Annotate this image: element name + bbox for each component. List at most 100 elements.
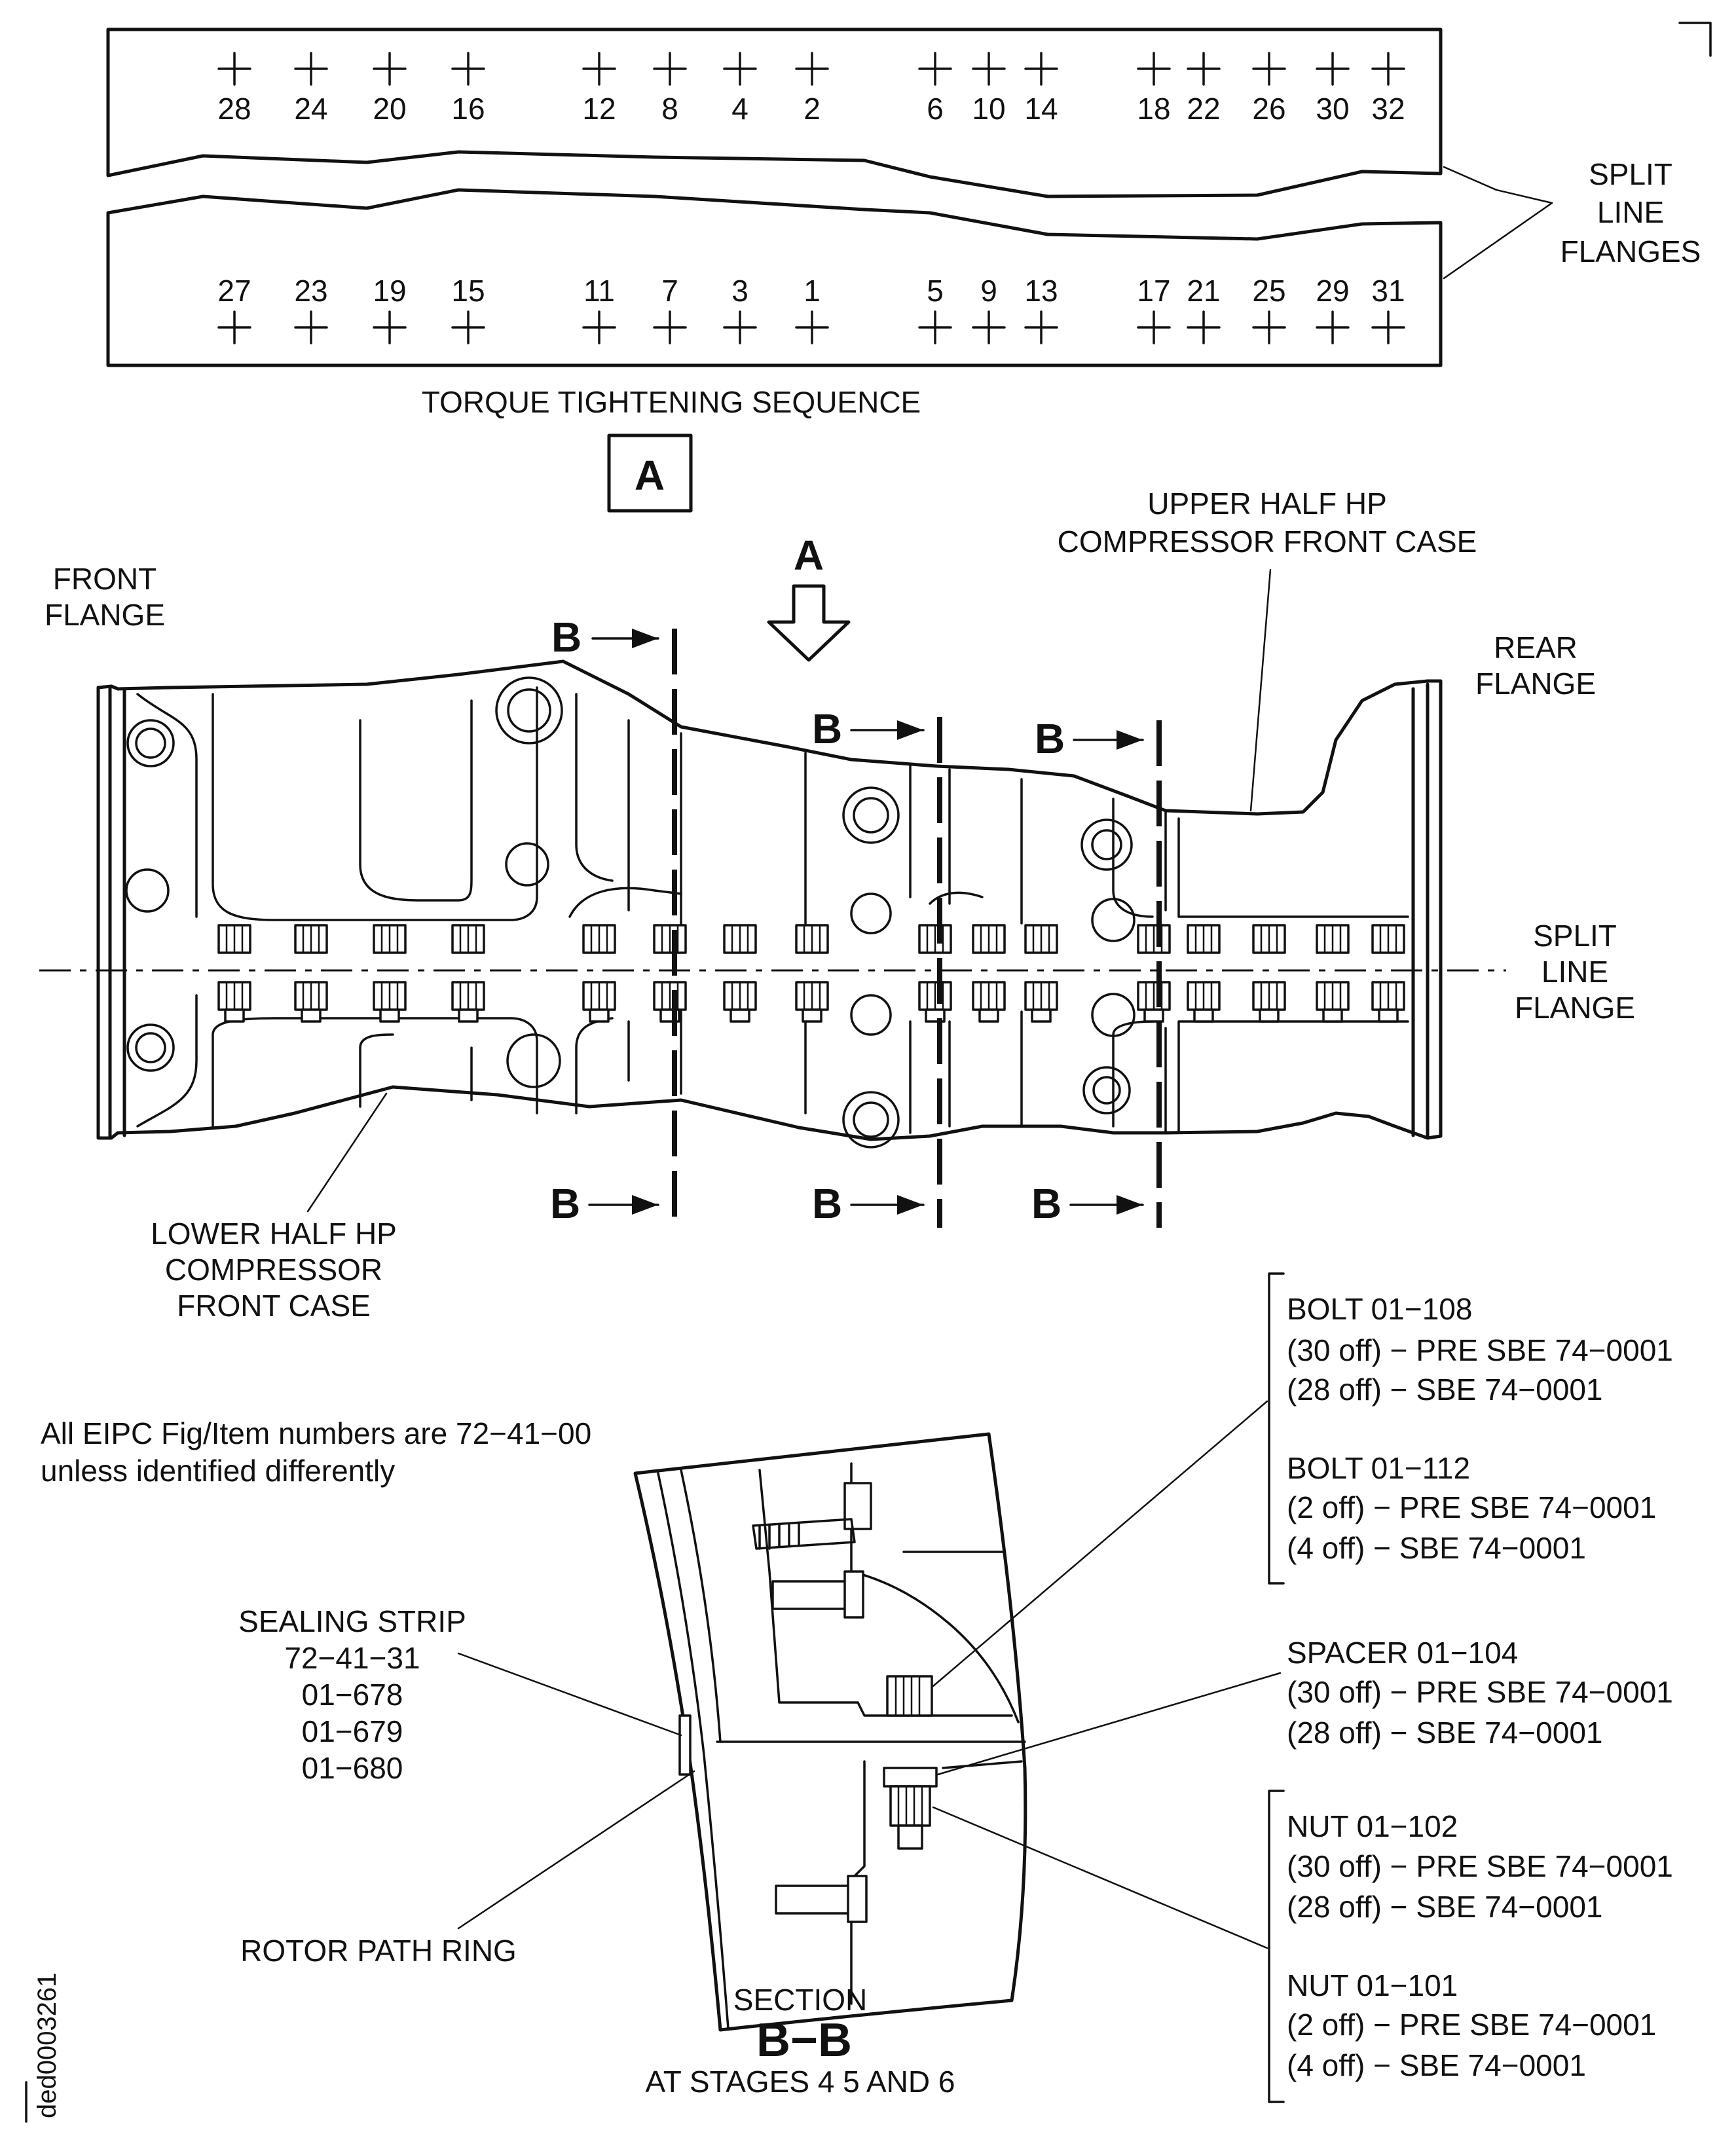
sequence-number: 27 xyxy=(217,274,251,308)
section-marker-b: B xyxy=(812,705,842,752)
bolt-position-mark xyxy=(1024,52,1058,86)
split-line-nut xyxy=(1316,981,1350,1023)
bolt-position-mark xyxy=(451,310,485,344)
split-line-bolt-head xyxy=(1316,924,1350,954)
sequence-number: 24 xyxy=(294,92,327,126)
flange-holes xyxy=(125,676,1136,1149)
bolt-position-mark xyxy=(217,310,251,344)
upper-flange-body xyxy=(850,1462,1020,1723)
split-line-bolt-head xyxy=(582,924,616,954)
split-line-nut xyxy=(373,981,407,1023)
bolt-position-mark xyxy=(582,52,616,86)
sequence-number: 9 xyxy=(980,274,997,308)
bolt-group-line6: (4 off) − SBE 74−0001 xyxy=(1287,1531,1586,1565)
split-line-nut xyxy=(217,981,251,1023)
sealing-strip-line3: 01−678 xyxy=(302,1678,403,1712)
bolt-position-mark xyxy=(972,52,1006,86)
sequence-number: 4 xyxy=(731,92,748,126)
section-marker-b: B xyxy=(551,614,582,661)
section-nut xyxy=(883,1767,938,1850)
bolt-position-mark xyxy=(1316,310,1350,344)
torque-sequence-title: TORQUE TIGHTENING SEQUENCE xyxy=(422,385,921,419)
sequence-number: 7 xyxy=(661,274,678,308)
bolt-group-bracket xyxy=(1268,1272,1285,1585)
bolt-group-line3: (28 off) − SBE 74−0001 xyxy=(1287,1372,1603,1407)
split-line-nut xyxy=(582,981,616,1023)
sealing-strip-line5: 01−680 xyxy=(302,1751,403,1785)
bolt-group-line4: BOLT 01−112 xyxy=(1287,1451,1470,1485)
bolt-position-mark xyxy=(1316,52,1350,86)
split-line-bolt-head xyxy=(294,924,328,954)
split-label-line1: SPLIT xyxy=(1589,157,1672,191)
split-line-nut xyxy=(972,981,1006,1023)
split-line-nut xyxy=(451,981,485,1023)
clip-2 xyxy=(775,1875,868,1923)
split-label-line3: FLANGES xyxy=(1561,234,1701,268)
bolt-position-mark xyxy=(918,52,952,86)
bolt-position-mark xyxy=(723,310,757,344)
split-line-bolt-head xyxy=(451,924,485,954)
split-line-nut xyxy=(1024,981,1058,1023)
split-line-nut xyxy=(1252,981,1286,1023)
sequence-number: 12 xyxy=(582,92,616,126)
split-line-bolt-head xyxy=(653,924,687,954)
bolt-position-mark xyxy=(1252,310,1286,344)
lower-internal-structure xyxy=(136,994,1409,1134)
section-marker-b: B xyxy=(1035,715,1065,762)
sequence-number: 30 xyxy=(1316,92,1349,126)
case-outline xyxy=(96,659,1443,1141)
front-flange-line2: FLANGE xyxy=(45,598,165,632)
split-line-bolt-head xyxy=(373,924,407,954)
sequence-number: 14 xyxy=(1024,92,1058,126)
nut-group-line5: (2 off) − PRE SBE 74−0001 xyxy=(1287,2008,1656,2042)
bolt-position-mark xyxy=(451,52,485,86)
section-inner-skin xyxy=(657,1472,729,2030)
bolt-position-mark xyxy=(1371,310,1405,344)
sealing-strip-line4: 01−679 xyxy=(302,1714,403,1748)
main-view: FRONT FLANGE UPPER HALF HP COMPRESSOR FR… xyxy=(39,487,1635,1323)
sequence-number: 13 xyxy=(1024,274,1058,308)
bolt-position-mark xyxy=(795,310,829,344)
bolt-position-mark xyxy=(294,310,328,344)
front-flange-line1: FRONT xyxy=(53,562,157,596)
nut-group-line1: NUT 01−102 xyxy=(1287,1809,1458,1843)
lower-case-line2: COMPRESSOR xyxy=(165,1253,382,1287)
split-line-bolt-head xyxy=(1252,924,1286,954)
bolt-position-mark xyxy=(1371,52,1405,86)
sequence-number: 3 xyxy=(731,274,748,308)
nut-group-line3: (28 off) − SBE 74−0001 xyxy=(1287,1890,1603,1924)
bolt-position-mark xyxy=(972,310,1006,344)
lower-case-line3: FRONT CASE xyxy=(177,1289,371,1323)
bolt-group-line5: (2 off) − PRE SBE 74−0001 xyxy=(1287,1490,1656,1524)
split-line-bolt-head xyxy=(972,924,1006,954)
sequence-number: 19 xyxy=(373,274,406,308)
upper-bolt-positions xyxy=(217,52,1405,86)
section-markers: B B B B B B xyxy=(550,614,1144,1227)
section-casing-outline xyxy=(633,1432,1027,2032)
sealing-strip-label: SEALING STRIP 72−41−31 01−678 01−679 01−… xyxy=(238,1604,682,1785)
split-leader-upper xyxy=(1443,166,1553,204)
upper-case-leader xyxy=(1249,568,1272,812)
upper-flange-outline xyxy=(106,28,1443,198)
split-line-bolt-head xyxy=(1137,924,1171,954)
bolt-position-mark xyxy=(373,310,407,344)
rotor-path-ring-label: ROTOR PATH RING xyxy=(240,1934,517,1968)
corner-mark xyxy=(1678,22,1712,57)
split-line-bolt-head xyxy=(723,924,757,954)
view-arrow-label: A xyxy=(794,532,824,579)
upper-internal-structure xyxy=(136,686,1409,928)
bolt-position-mark xyxy=(653,52,687,86)
spacer-leader xyxy=(936,1672,1282,1776)
nut-group-line6: (4 off) − SBE 74−0001 xyxy=(1287,2048,1586,2082)
section-inner-skin-2 xyxy=(680,1469,722,1743)
section-marker-b: B xyxy=(812,1180,842,1227)
sequence-number: 25 xyxy=(1252,274,1285,308)
lower-case-leader xyxy=(306,1092,388,1213)
split-line-nut xyxy=(1137,981,1171,1023)
nut-group-bracket xyxy=(1268,1790,1285,2103)
bolt-position-mark xyxy=(582,310,616,344)
upper-detail-bolt xyxy=(752,1482,872,1550)
rear-flange-line1: REAR xyxy=(1494,631,1578,665)
bolt-position-mark xyxy=(1187,310,1221,344)
